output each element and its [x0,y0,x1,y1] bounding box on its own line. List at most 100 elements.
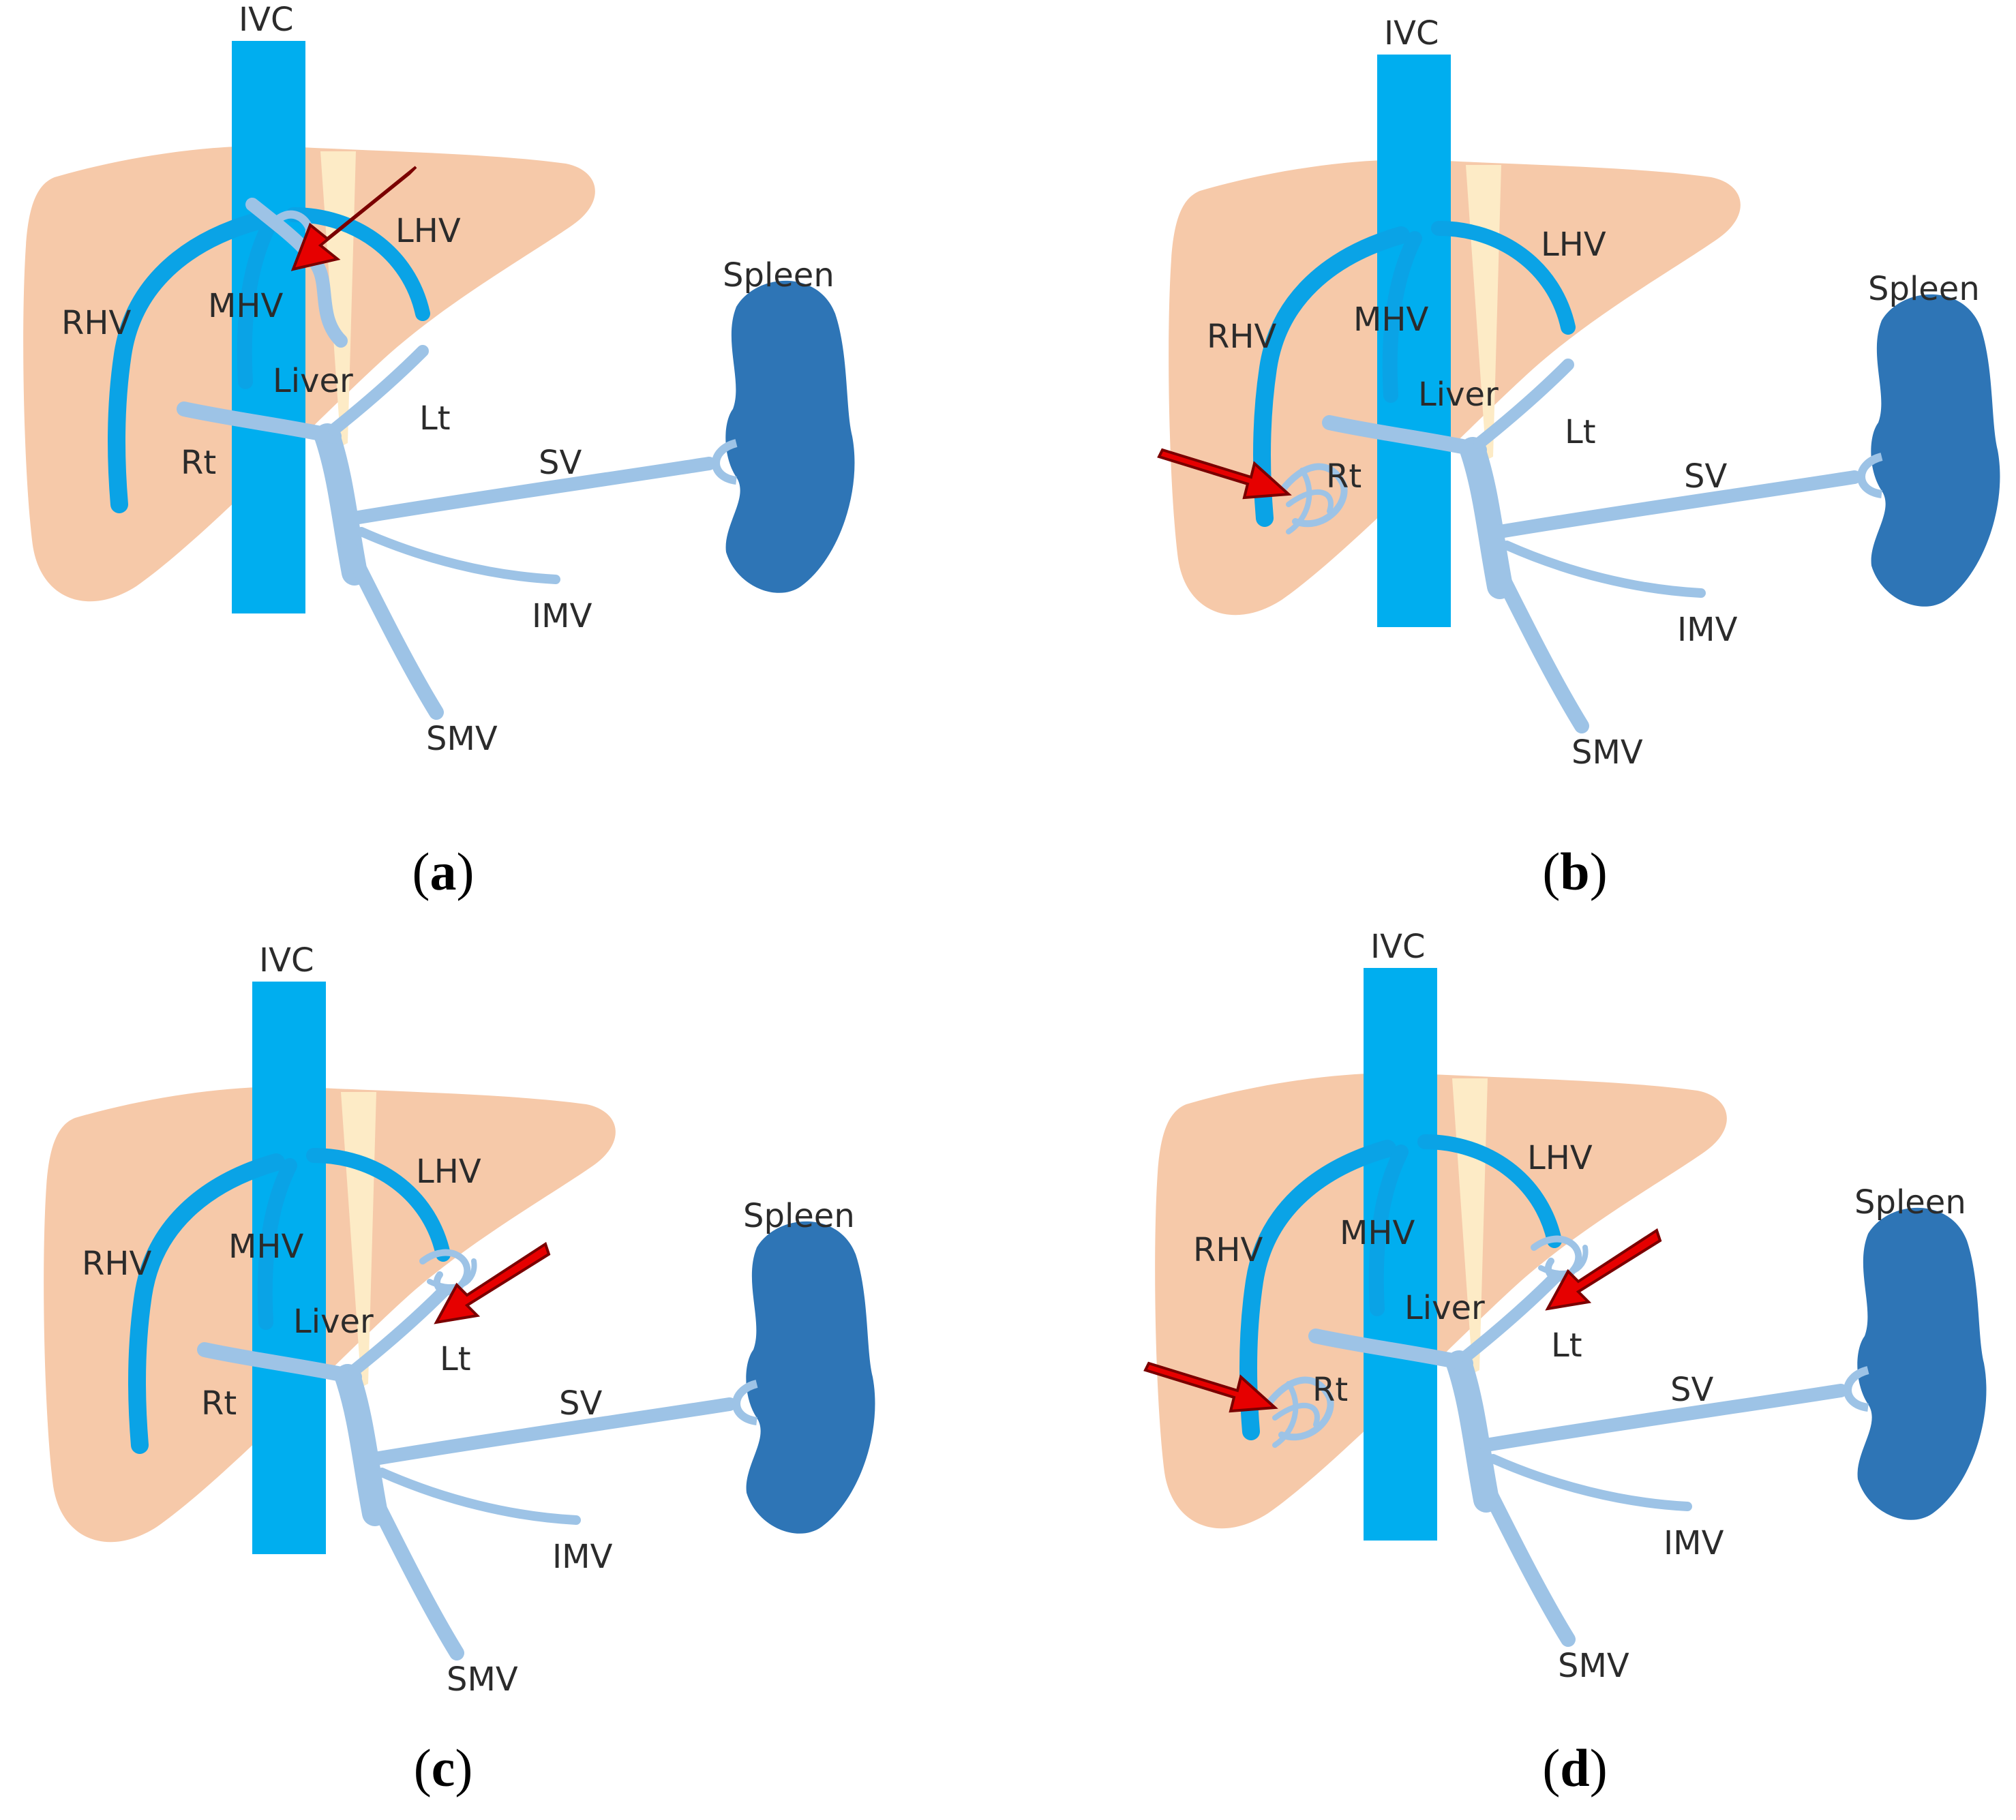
superior-mesenteric-vein [1486,551,1589,733]
label-rt: Rt [201,1384,237,1423]
label-lt: Lt [1551,1326,1582,1365]
label-rt: Rt [1326,457,1361,496]
caption-d: (d) [1542,1738,1608,1798]
splenic-vein [1493,470,1861,539]
label-liver: Liver [273,362,353,400]
splenic-hilum-loop [712,439,738,485]
splenic-hilum-loop [732,1380,758,1425]
rhv-vein [128,1153,285,1454]
spleen-shape [1871,294,2000,607]
hepatic-veins [108,207,430,513]
mhv-vein [1368,1144,1409,1316]
portal-system [1322,359,1861,733]
left-portal-branch [1473,359,1574,449]
portal-system [197,1286,736,1660]
label-smv: SMV [426,720,498,758]
splenic-vein [1479,1384,1848,1452]
lhv-vein [306,1148,451,1262]
label-mhv: MHV [1353,301,1429,339]
label-liver: Liver [1418,376,1499,414]
label-imv: IMV [552,1538,613,1576]
label-ivc: IVC [1384,14,1439,52]
spleen-shape [1857,1207,1987,1520]
label-rhv: RHV [61,304,131,342]
label-rhv: RHV [1193,1231,1263,1269]
splenic-hilum-loop [1844,1366,1869,1412]
label-ivc: IVC [239,1,294,39]
left-lesion [419,1249,477,1296]
label-sv: SV [559,1384,602,1423]
splenic-vein [368,1397,736,1466]
panel-a-svg: IVC LHV MHV RHV Liver Lt Rt SV IMV SMV S… [23,1,855,758]
label-lhv: LHV [416,1153,481,1191]
label-sv: SV [539,444,582,482]
right-portal-branch [1308,1329,1473,1371]
lhv-vein [286,207,430,321]
mhv-vein [237,217,277,389]
label-rt: Rt [181,444,216,482]
caption-c: (c) [413,1738,473,1798]
caption-a: (a) [412,842,475,901]
hepatic-veins [128,1148,451,1454]
label-smv: SMV [1571,733,1643,772]
label-lhv: LHV [1541,226,1606,264]
label-mhv: MHV [1340,1214,1415,1252]
splenic-vein [348,457,716,525]
panel-d-svg: IVC LHV MHV RHV Liver Lt Rt SV IMV SMV S… [1143,928,1987,1685]
label-liver: Liver [1404,1289,1485,1327]
label-imv: IMV [532,597,592,635]
label-imv: IMV [1677,611,1738,649]
label-lt: Lt [440,1340,471,1378]
mhv-vein [1382,231,1422,403]
right-lesion [1278,463,1348,534]
left-portal-branch [328,345,429,436]
arrow-left [434,1241,551,1324]
label-lhv: LHV [1527,1139,1593,1177]
spleen-shape [725,280,855,593]
label-ivc: IVC [1370,928,1426,966]
arrow-ivc-junction [290,166,417,271]
arrow-right [1143,1361,1278,1413]
label-mhv: MHV [228,1228,304,1266]
superior-mesenteric-vein [340,538,444,720]
right-lesion [1265,1376,1334,1448]
superior-mesenteric-vein [361,1478,464,1660]
left-portal-branch [348,1286,449,1376]
label-rt: Rt [1312,1371,1348,1409]
label-lt: Lt [1565,413,1596,451]
superior-mesenteric-vein [1472,1465,1576,1647]
label-sv: SV [1684,457,1727,496]
lhv-vein [1431,221,1576,335]
lhv-vein [1417,1134,1562,1248]
left-portal-branch [1460,1272,1561,1363]
label-smv: SMV [1558,1647,1629,1685]
portal-system [177,345,716,720]
spleen-shape [746,1221,875,1534]
inferior-mesenteric-vein [1502,541,1706,598]
panel-c-svg: IVC LHV MHV RHV Liver Lt Rt SV IMV SMV S… [44,941,875,1699]
right-portal-branch [1322,415,1487,457]
mhv-vein [257,1158,297,1330]
label-rhv: RHV [1207,318,1276,356]
inferior-mesenteric-vein [357,527,560,584]
right-portal-branch [197,1342,362,1384]
label-spleen: Spleen [723,256,834,294]
panel-b-svg: IVC LHV MHV RHV Liver Lt Rt SV IMV SMV S… [1157,14,2000,772]
splenic-hilum-loop [1857,453,1883,498]
label-rhv: RHV [82,1245,151,1283]
arrow-right [1157,448,1292,500]
arrow-left [1545,1228,1662,1311]
caption-b: (b) [1542,842,1608,901]
label-ivc: IVC [259,941,314,980]
label-liver: Liver [293,1303,374,1341]
label-spleen: Spleen [743,1197,855,1235]
label-mhv: MHV [208,287,284,325]
label-spleen: Spleen [1854,1183,1966,1222]
inferior-mesenteric-vein [377,1468,581,1525]
portal-system [1308,1272,1848,1647]
label-smv: SMV [447,1660,518,1699]
inferior-mesenteric-vein [1488,1454,1692,1511]
label-sv: SV [1670,1371,1713,1409]
label-lhv: LHV [395,212,461,250]
